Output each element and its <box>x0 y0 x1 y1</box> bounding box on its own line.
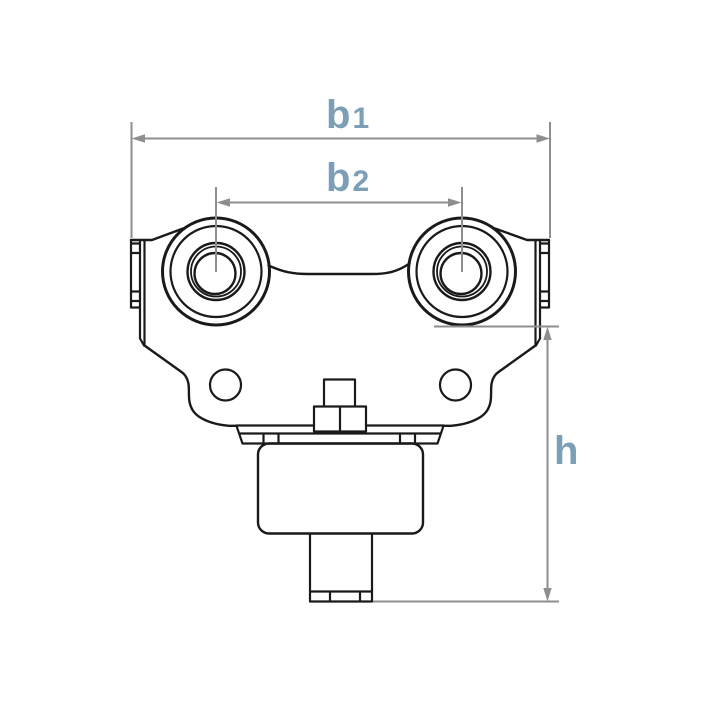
dimension-b2-center-lines <box>215 187 463 272</box>
dimension-arrow-left-icon <box>131 134 145 143</box>
hole-left <box>208 368 243 402</box>
dimension-h-label: h <box>554 429 578 473</box>
dimension-h-extension-lines <box>373 325 559 603</box>
dimension-h <box>373 325 559 603</box>
dimension-arrow-right-icon <box>536 134 550 143</box>
body-outline <box>129 227 551 427</box>
dimension-arrow-right-icon <box>448 198 462 207</box>
dimension-b1-extension-lines <box>130 122 551 238</box>
buffer-block <box>256 442 425 535</box>
dimension-b2 <box>215 187 463 272</box>
dimension-arrow-down-icon <box>543 588 552 602</box>
dimension-b2-label: b2 <box>326 156 369 200</box>
hole-right <box>438 368 473 402</box>
dimension-b1 <box>130 122 551 238</box>
dimension-arrow-up-icon <box>543 326 552 340</box>
stem <box>308 532 374 603</box>
side-plate-right <box>534 238 551 347</box>
side-plate-left <box>129 238 146 347</box>
trolley-drawing <box>129 216 551 603</box>
dimension-b1-label: b1 <box>326 93 369 137</box>
dimension-arrow-left-icon <box>216 198 230 207</box>
clamp-bolt <box>312 378 368 433</box>
